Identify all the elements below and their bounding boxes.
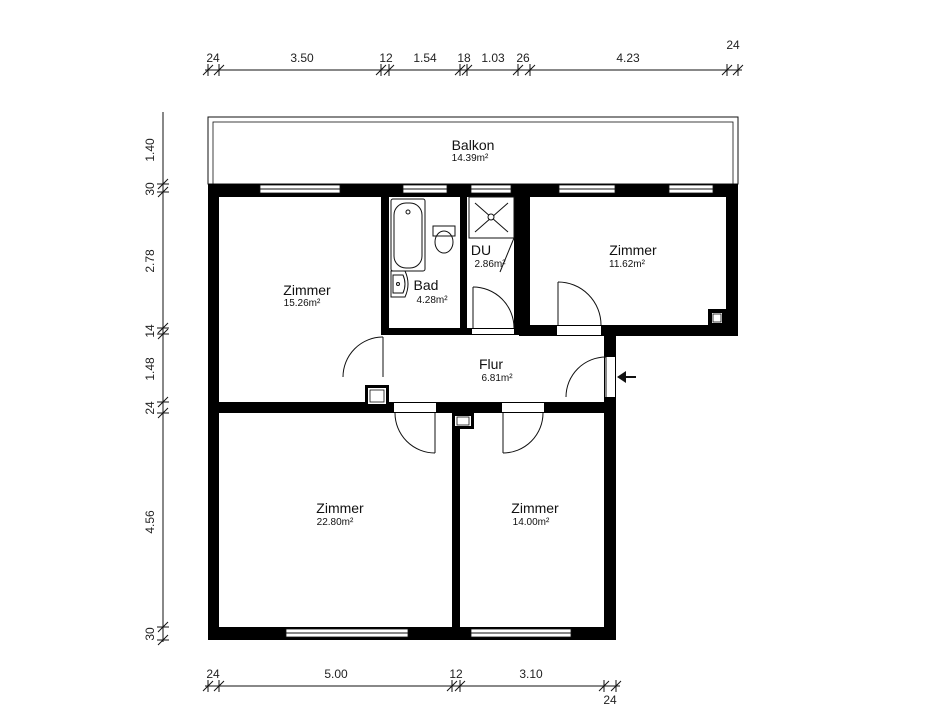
- room-area-balkon: 14.39m²: [452, 153, 489, 164]
- dim-top-8: 4.23: [616, 51, 640, 65]
- room-area-zimmer-3: 22.80m²: [317, 517, 354, 528]
- dim-bottom-4: 3.10: [519, 667, 543, 681]
- dim-bottom-1: 24: [206, 667, 220, 681]
- dim-left-6: 24: [143, 401, 157, 415]
- dim-top-3: 12: [379, 51, 393, 65]
- room-area-zimmer-2: 11.62m²: [609, 259, 646, 270]
- dim-top-4: 1.54: [413, 51, 437, 65]
- wall-openings: [368, 313, 722, 426]
- room-name-zimmer-3: Zimmer: [316, 500, 364, 516]
- shower-tray-icon: [468, 196, 515, 273]
- entrance-arrow-icon: [617, 371, 636, 383]
- toilet-icon: [432, 225, 456, 254]
- room-area-flur: 6.81m²: [481, 373, 513, 384]
- windows: [259, 184, 714, 638]
- room-name-flur: Flur: [479, 356, 503, 372]
- dim-top-5: 18: [457, 51, 471, 65]
- column-outlines: [369, 313, 722, 426]
- dim-top-6: 1.03: [481, 51, 505, 65]
- dim-left-7: 4.56: [143, 510, 157, 534]
- dim-left-3: 2.78: [143, 249, 157, 273]
- room-name-bad: Bad: [414, 277, 439, 293]
- dim-top-2: 3.50: [290, 51, 314, 65]
- bottom-dimension-chain: 24 5.00 12 3.10 24: [202, 667, 622, 707]
- dim-top-1: 24: [206, 51, 220, 65]
- room-area-zimmer-4: 14.00m²: [513, 517, 550, 528]
- room-labels: Balkon 14.39m² Zimmer 15.26m² Bad 4.28m²…: [283, 137, 657, 528]
- room-area-bad: 4.28m²: [416, 295, 448, 306]
- room-name-du: DU: [471, 242, 491, 258]
- washbasin-icon: [390, 270, 409, 298]
- dim-bottom-5: 24: [603, 693, 617, 707]
- dim-left-1: 1.40: [143, 138, 157, 162]
- room-name-zimmer-1: Zimmer: [283, 282, 331, 298]
- room-area-zimmer-1: 15.26m²: [284, 298, 321, 309]
- dim-bottom-3: 12: [449, 667, 463, 681]
- dim-top-7: 26: [516, 51, 530, 65]
- room-name-zimmer-2: Zimmer: [609, 242, 657, 258]
- bathtub-icon: [390, 198, 426, 272]
- top-dimension-chain: 24 3.50 12 1.54 18 1.03 26 4.23 24: [202, 38, 744, 76]
- dim-left-4: 14: [143, 324, 157, 338]
- dim-left-2: 30: [143, 182, 157, 196]
- dim-left-8: 30: [143, 627, 157, 641]
- room-name-balkon: Balkon: [452, 137, 495, 153]
- room-name-zimmer-4: Zimmer: [511, 500, 559, 516]
- dim-top-9: 24: [726, 38, 740, 52]
- dim-bottom-2: 5.00: [324, 667, 348, 681]
- left-dimension-chain: 1.40 30 2.78 14 1.48 24 4.56 30: [143, 112, 169, 646]
- doors: [342, 281, 607, 454]
- room-area-du: 2.86m²: [474, 259, 506, 270]
- dim-left-5: 1.48: [143, 357, 157, 381]
